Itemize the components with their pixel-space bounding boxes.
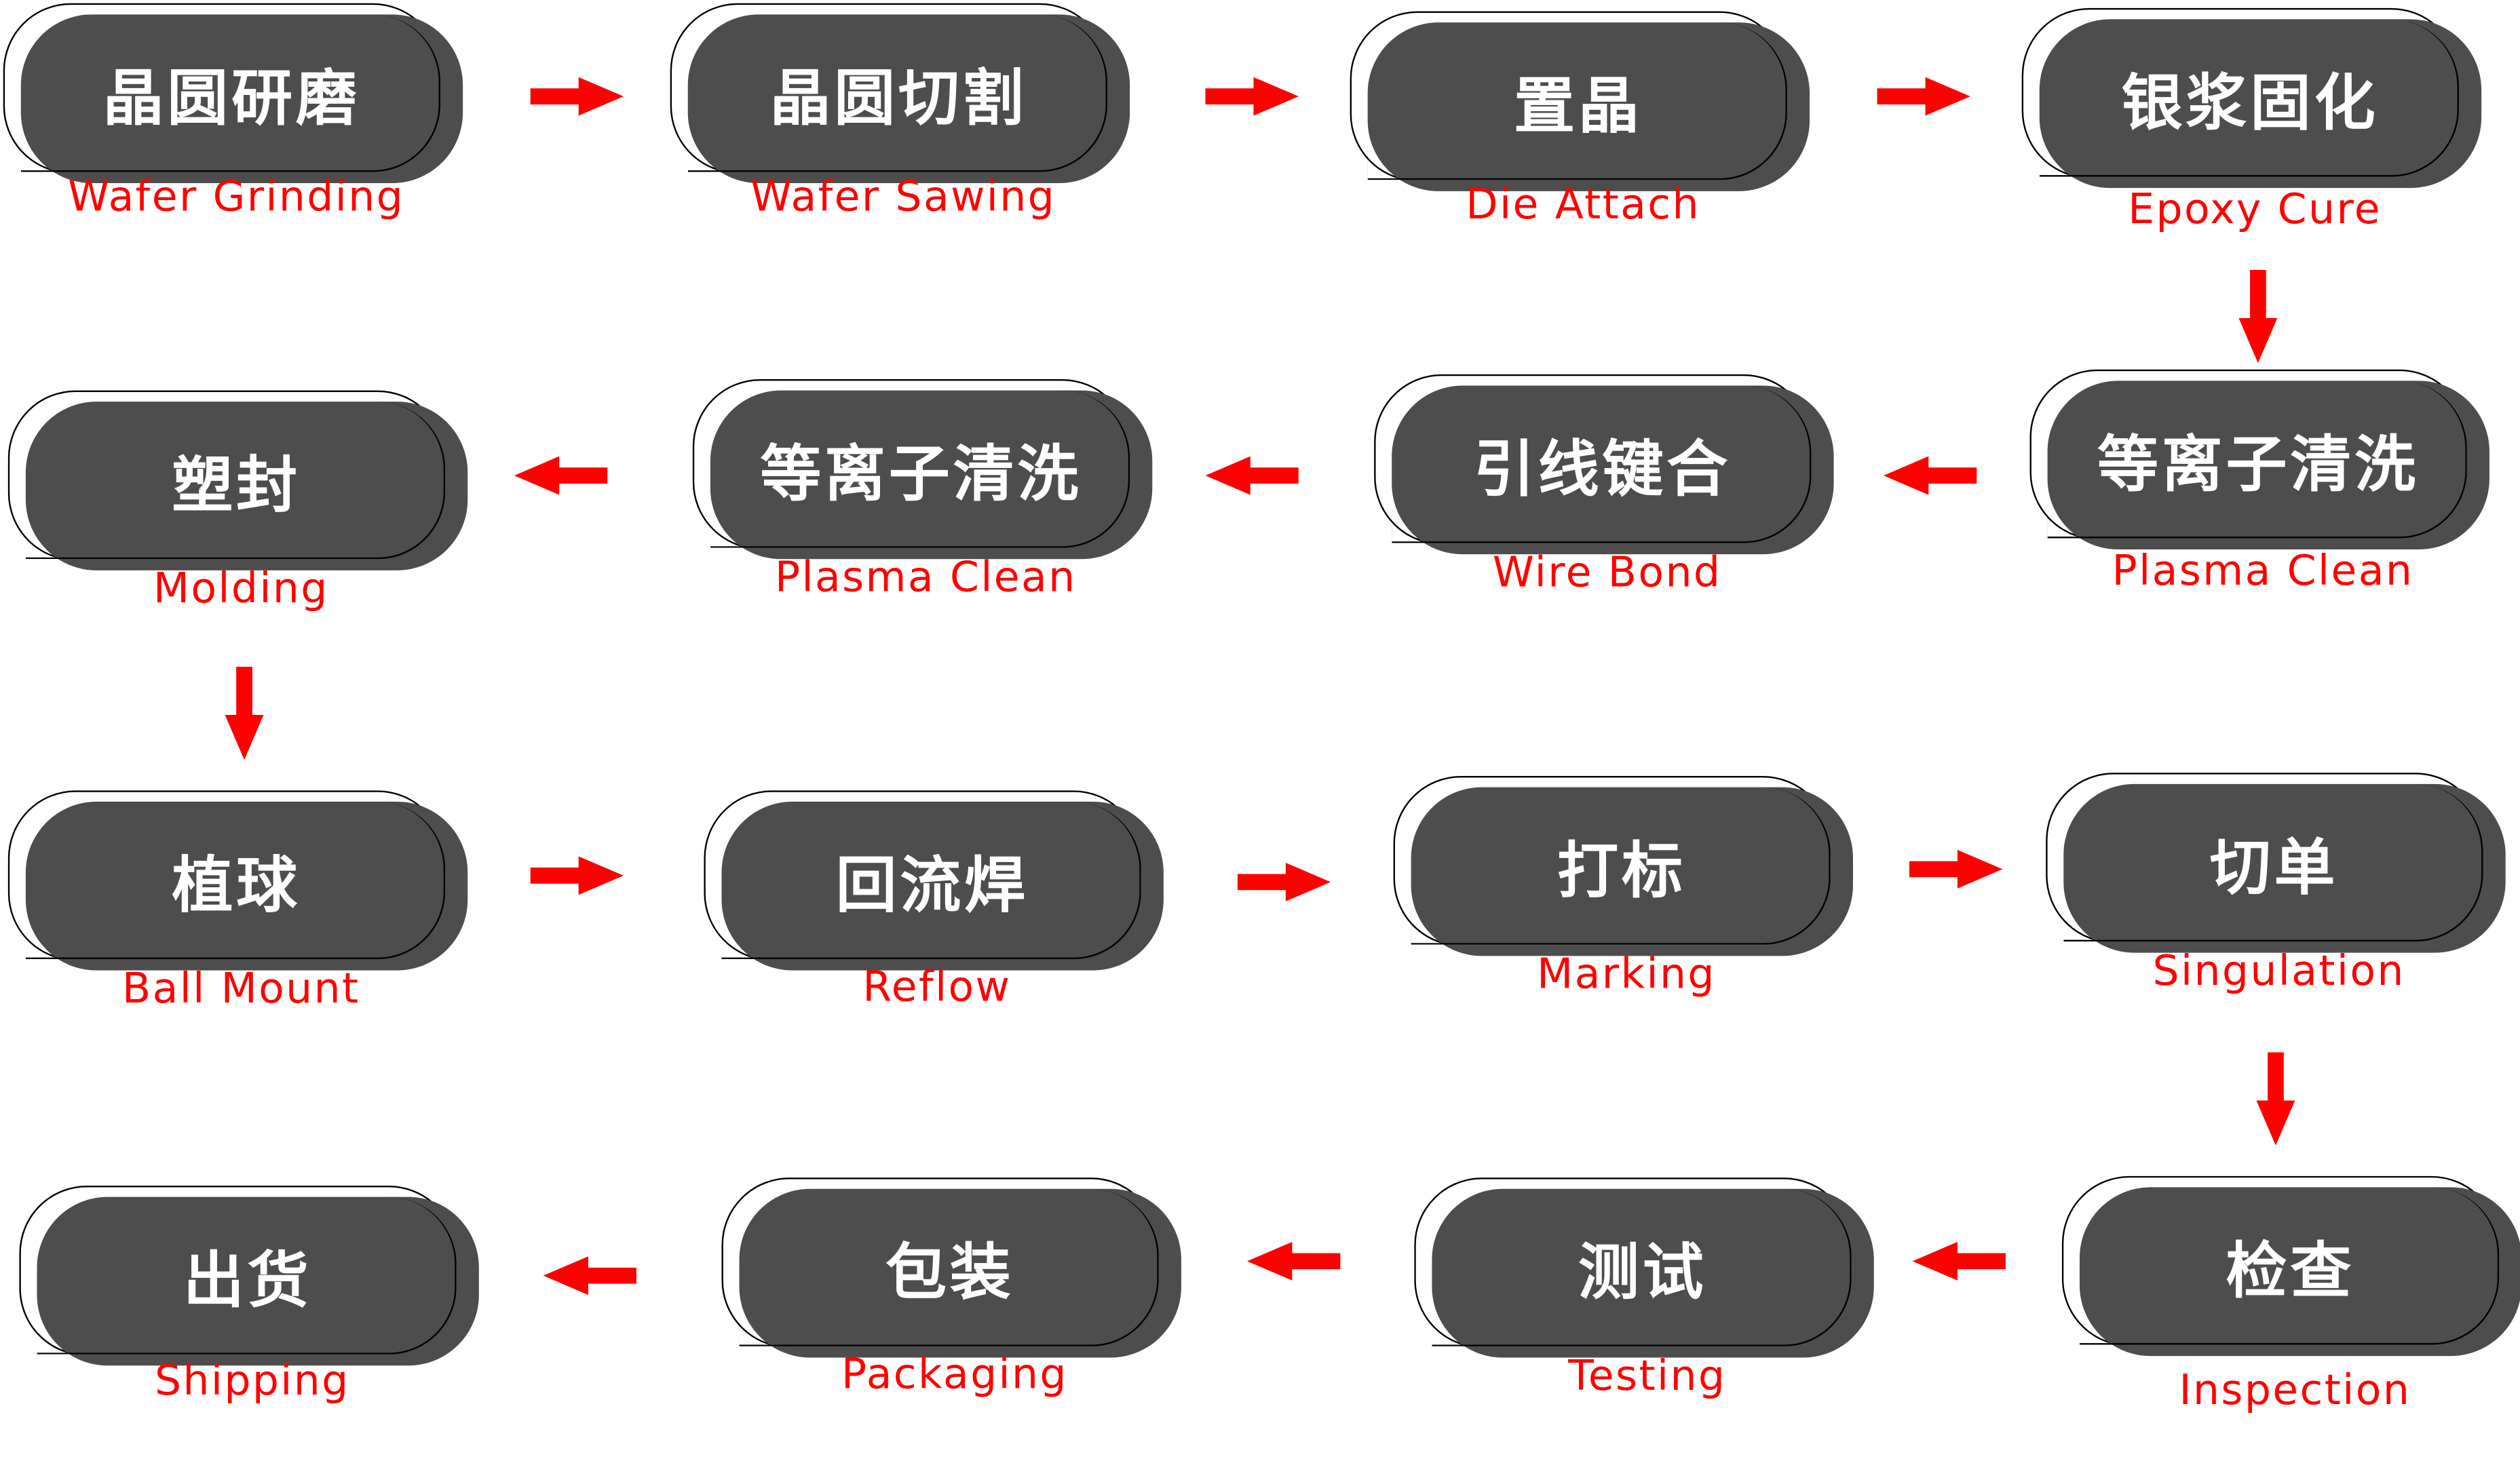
step-title-zh: 银浆固化 [2121,67,2379,138]
process-step: 等离子清洗 Plasma Clean [2029,369,2513,643]
step-title-zh: 回流焊 [835,849,1029,921]
arrow-left-icon [1912,1241,2006,1281]
step-title-en: Marking [1537,951,1716,1000]
step-title-zh: 包装 [885,1237,1014,1308]
step-box-border [37,1197,457,1355]
step-box-border [1367,22,1787,180]
arrow-down-icon [225,666,264,760]
step-box-border [2039,19,2459,177]
process-step: 测试 Testing [1414,1178,1896,1451]
process-step: 等离子清洗 Plasma Clean [692,378,1175,653]
step-box-border [1432,1188,1852,1346]
step-title-en: Molding [153,565,329,614]
step-title-en: Reflow [862,964,1012,1013]
process-step: 切单 Singulation [2046,773,2520,1046]
step-title-en: Singulation [2152,948,2405,996]
process-step: 银浆固化 Epoxy Cure [2021,7,2504,281]
step-title-zh: 置晶 [1514,71,1643,142]
process-step: 晶圆研磨 Wafer Grinding [3,3,486,277]
process-step: 检查 Inspection [2061,1175,2520,1450]
step-title-en: Shipping [155,1357,350,1406]
arrow-right-icon [530,77,624,116]
process-step: 打标 Marking [1393,776,1876,1049]
step-title-zh: 等离子清洗 [2097,429,2419,500]
arrow-right-icon [1237,862,1331,901]
process-step: 包装 Packaging [721,1178,1204,1451]
step-title-zh: 打标 [1557,835,1686,906]
process-step: 植球 Ball Mount [7,790,491,1064]
process-step: 回流焊 Reflow [704,790,1186,1064]
arrow-left-icon [1205,456,1299,495]
arrow-right-icon [1877,77,1970,116]
arrow-left-icon [1247,1241,1341,1281]
step-box-border [2047,381,2467,539]
step-title-en: Inspection [2179,1367,2411,1416]
process-step: 置晶 Die Attach [1350,11,1833,285]
process-step: 出货 Shipping [19,1186,501,1459]
step-title-zh: 植球 [172,849,301,921]
step-box-border [2063,783,2483,941]
step-title-en: Testing [1568,1353,1727,1401]
step-box-border [710,390,1130,548]
step-box-border [2079,1187,2500,1345]
step-box-border [25,402,446,560]
step-title-zh: 出货 [183,1245,312,1316]
step-box-border [687,14,1107,172]
step-title-en: Wafer Sawing [750,173,1056,222]
arrow-left-icon [514,456,608,495]
arrow-down-icon [2238,269,2278,364]
step-title-en: Ball Mount [122,965,360,1014]
arrow-left-icon [543,1256,636,1296]
step-title-en: Wire Bond [1492,549,1722,598]
step-title-zh: 测试 [1578,1237,1707,1308]
step-box-border [1392,385,1812,543]
step-title-en: Epoxy Cure [2128,186,2382,235]
step-title-zh: 晶圆切割 [769,62,1027,134]
step-title-zh: 检查 [2226,1235,2354,1306]
process-step: 引线键合 Wire Bond [1374,374,1856,648]
step-title-en: Die Attach [1466,181,1700,230]
step-title-zh: 引线键合 [1473,433,1731,505]
step-title-en: Plasma Clean [2112,547,2414,596]
arrow-right-icon [1205,77,1299,116]
step-title-en: Packaging [841,1350,1068,1400]
arrow-left-icon [1883,456,1977,495]
arrow-down-icon [2256,1052,2295,1146]
step-box-border [739,1188,1159,1346]
step-box-border [1411,787,1831,945]
step-title-zh: 切单 [2209,832,2339,903]
process-step: 塑封 Molding [7,390,491,664]
step-title-en: Wafer Grinding [68,173,405,222]
arrow-right-icon [1909,849,2003,889]
step-box-border [25,801,446,960]
step-title-zh: 等离子清洗 [760,438,1082,509]
step-title-en: Plasma Clean [774,554,1077,603]
step-box-border [721,801,1141,960]
step-box-border [20,14,440,172]
step-title-zh: 塑封 [172,450,301,521]
process-step: 晶圆切割 Wafer Sawing [670,3,1153,277]
arrow-right-icon [530,856,624,895]
step-title-zh: 晶圆研磨 [102,62,360,134]
